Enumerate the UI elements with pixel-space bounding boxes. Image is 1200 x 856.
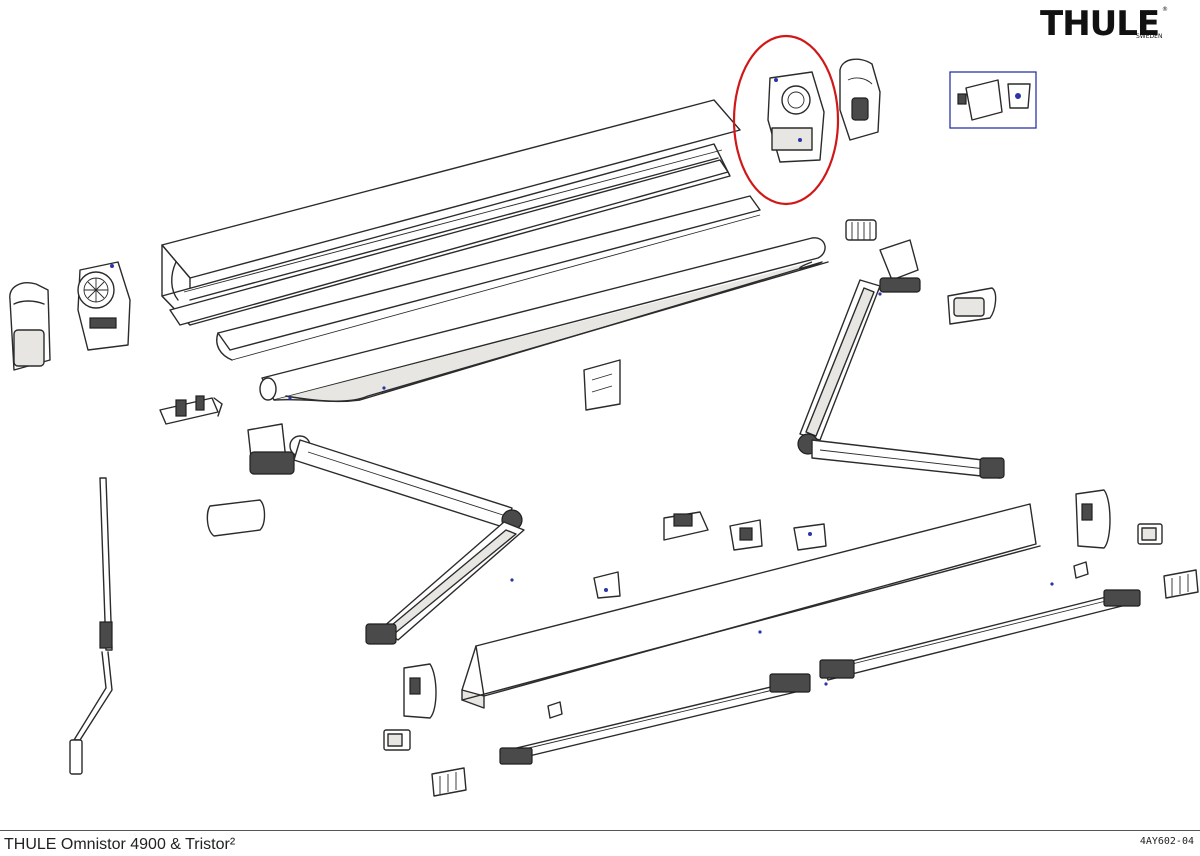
right-end-strip <box>1163 569 1199 599</box>
reference-dots <box>288 292 1054 686</box>
right-folding-arm <box>797 279 1005 479</box>
thule-logo: THULE SWEDEN ® <box>1040 4 1168 40</box>
left-arm-cover <box>206 499 266 537</box>
left-end-strip <box>431 767 467 797</box>
right-small-block <box>1137 523 1163 545</box>
left-small-screw <box>547 701 563 719</box>
left-small-block <box>383 729 411 751</box>
telescopic-front-rail <box>499 589 1141 765</box>
logo-registered-mark: ® <box>1162 6 1168 13</box>
left-drive-spindle <box>159 395 223 425</box>
right-spindle-gear <box>845 219 877 241</box>
front-bar-clip-1 <box>663 511 709 541</box>
drawing-code: 4AY602-04 <box>1139 836 1194 847</box>
hand-crank <box>69 477 113 775</box>
footer-divider <box>0 830 1200 831</box>
right-end-cap-cover <box>839 58 881 141</box>
right-arm-upper-bracket <box>879 239 921 293</box>
left-folding-arm <box>293 439 525 645</box>
right-small-screw <box>1073 561 1089 579</box>
inset-detail-box <box>949 71 1037 129</box>
right-front-end-cap <box>1075 489 1111 549</box>
front-bar-clip-4 <box>593 571 621 599</box>
left-front-end-cap <box>403 663 437 719</box>
roller-tube-with-fabric <box>259 237 829 403</box>
logo-wordmark: THULE <box>1040 4 1159 40</box>
footer-title: THULE Omnistor 4900 & Tristor² <box>4 836 236 853</box>
left-gear-housing <box>77 261 131 351</box>
highlight-circle <box>732 34 840 206</box>
center-fabric-clip <box>583 359 621 411</box>
front-bar-panel <box>461 503 1041 709</box>
left-end-cap-cover <box>9 282 51 371</box>
front-bar-clip-3 <box>793 523 827 551</box>
front-profile-strip <box>169 159 761 361</box>
right-end-cap-bracket <box>767 71 825 163</box>
logo-subtext: SWEDEN <box>1136 33 1162 40</box>
right-arm-cover <box>947 287 997 325</box>
front-bar-clip-2 <box>729 519 763 551</box>
